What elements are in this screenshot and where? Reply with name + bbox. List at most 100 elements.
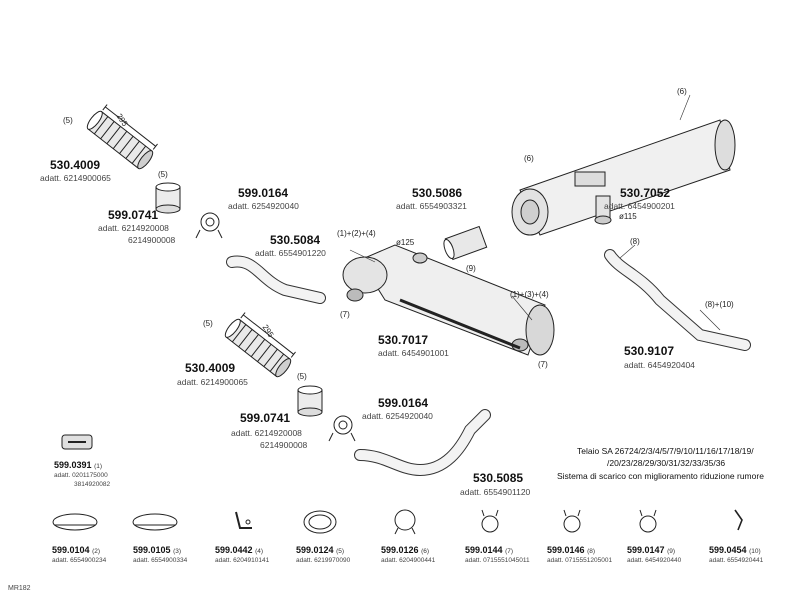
bottom-part-9: 599.0454 (10) <box>709 545 761 555</box>
adatt-599-0741-top-2: 6214900008 <box>128 235 176 245</box>
callout-5-sleeve-mid: (5) <box>297 372 307 381</box>
u-clamp-icon <box>394 509 416 535</box>
callout-5-sleeve-top: (5) <box>158 170 168 179</box>
bottom-part-1-adatt: adatt. 6554900234 <box>52 557 107 564</box>
hose-clamp-3-icon <box>639 509 657 533</box>
bottom-part-1: 599.0104 (2) <box>52 545 100 555</box>
part-530-4009-mid: 530.4009 <box>185 361 236 375</box>
bottom-part-8: 599.0147 (9) <box>627 545 675 555</box>
hose-clamp-1-icon <box>481 509 499 533</box>
adatt-530-4009-top: adatt. 6214900065 <box>40 173 111 183</box>
adatt-530-7017: adatt. 6454901001 <box>378 348 449 358</box>
adatt-599-0391-1: adatt. 0201175000 <box>54 472 108 479</box>
sleeve-top-icon <box>155 182 181 214</box>
diameter-125: ø125 <box>396 238 415 247</box>
bottom-part-8-adatt: adatt. 6454920440 <box>627 557 682 564</box>
callout-1-2-4: (1)+(2)+(4) <box>337 229 376 238</box>
part-530-9107: 530.9107 <box>624 344 675 358</box>
bottom-part-2-index: (3) <box>173 548 182 555</box>
flex-pipe-top-icon <box>86 104 158 170</box>
system-note: Sistema di scarico con miglioramento rid… <box>557 471 764 481</box>
bottom-part-7: 599.0146 (8) <box>547 545 595 555</box>
bottom-part-9-number: 599.0454 <box>709 545 747 555</box>
clamp-top-icon <box>195 212 223 239</box>
bottom-part-1-number: 599.0104 <box>52 545 90 555</box>
bottom-part-6-index: (7) <box>505 548 514 555</box>
part-599-0741-mid: 599.0741 <box>240 411 291 425</box>
adatt-599-0164-mid: adatt. 6254920040 <box>362 411 433 421</box>
hose-clamp-2-icon <box>563 509 581 533</box>
adatt-599-0391-2: 3814920082 <box>74 481 111 488</box>
bottom-part-3: 599.0442 (4) <box>215 545 263 555</box>
connector-pipe-icon <box>443 225 488 261</box>
adatt-530-4009-mid: adatt. 6214900065 <box>177 377 248 387</box>
chassis-note-line1: Telaio SA 26724/2/3/4/5/7/9/10/11/16/17/… <box>577 446 754 456</box>
callout-1-3-4: (1)+(3)+(4) <box>510 290 549 299</box>
part-530-7052: 530.7052 <box>620 186 671 200</box>
bottom-part-4-number: 599.0124 <box>296 545 334 555</box>
bottom-part-3-index: (4) <box>255 548 264 555</box>
bottom-part-6-adatt: adatt. 0715551045011 <box>465 557 530 564</box>
adatt-599-0741-top-1: adatt. 6214920008 <box>98 223 169 233</box>
adatt-599-0741-mid-1: adatt. 6214920008 <box>231 428 302 438</box>
bottom-part-1-index: (2) <box>92 548 101 555</box>
main-silencer-icon <box>342 244 555 356</box>
bracket-icon <box>235 511 252 529</box>
flex-pipe-mid-icon <box>224 312 296 378</box>
callout-9: (9) <box>466 264 476 273</box>
tail-pipe-icon <box>604 249 751 351</box>
adatt-530-7052: adatt. 6454900201 <box>604 201 675 211</box>
bottom-part-7-adatt: adatt. 0715551205001 <box>547 557 613 564</box>
part-599-0391: 599.0391 (1) <box>54 460 102 470</box>
callout-6-mid: (6) <box>524 154 534 163</box>
callout-6-top: (6) <box>677 87 687 96</box>
adatt-530-5084: adatt. 6554901220 <box>255 248 326 258</box>
band-clamp-2-icon <box>132 513 178 531</box>
bottom-part-5: 599.0126 (6) <box>381 545 429 555</box>
callout-8: (8) <box>630 237 640 246</box>
part-599-0164-mid: 599.0164 <box>378 396 429 410</box>
hook-icon <box>734 509 743 531</box>
bottom-part-4: 599.0124 (5) <box>296 545 344 555</box>
callout-7-left: (7) <box>340 310 350 319</box>
bottom-part-5-index: (6) <box>421 548 430 555</box>
bottom-part-7-number: 599.0146 <box>547 545 585 555</box>
bottom-part-9-adatt: adatt. 6554920441 <box>709 557 764 564</box>
adatt-599-0164-top: adatt. 6254920040 <box>228 201 299 211</box>
part-599-0391-number: 599.0391 <box>54 460 92 470</box>
bottom-part-4-adatt: adatt. 6219970090 <box>296 557 351 564</box>
part-530-5085: 530.5085 <box>473 471 524 485</box>
bottom-part-6: 599.0144 (7) <box>465 545 513 555</box>
bottom-part-5-adatt: adatt. 6204900441 <box>381 557 436 564</box>
rear-silencer-icon <box>511 119 736 236</box>
chassis-note-line2: /20/23/28/29/30/31/32/33/35/36 <box>607 458 726 468</box>
bottom-part-6-number: 599.0144 <box>465 545 503 555</box>
bottom-part-9-index: (10) <box>749 548 761 555</box>
bottom-part-7-index: (8) <box>587 548 596 555</box>
bottom-part-5-number: 599.0126 <box>381 545 419 555</box>
part-530-5084: 530.5084 <box>270 233 321 247</box>
adatt-530-5085: adatt. 6554901120 <box>460 487 531 497</box>
callout-8-10: (8)+(10) <box>705 300 734 309</box>
callout-5-mid: (5) <box>203 319 213 328</box>
part-530-4009-top: 530.4009 <box>50 158 101 172</box>
bend-pipe-lower-icon <box>354 409 491 477</box>
band-clamp-1-icon <box>52 513 98 531</box>
bottom-part-2-adatt: adatt. 6554900334 <box>133 557 188 564</box>
adatt-530-5086: adatt. 6554903321 <box>396 201 467 211</box>
adatt-599-0741-mid-2: 6214900008 <box>260 440 308 450</box>
callout-7-right: (7) <box>538 360 548 369</box>
callout-5-top: (5) <box>63 116 73 125</box>
adatt-530-9107: adatt. 6454920404 <box>624 360 695 370</box>
part-530-7017: 530.7017 <box>378 333 429 347</box>
bottom-part-4-index: (5) <box>336 548 345 555</box>
bottom-part-3-adatt: adatt. 6204910141 <box>215 557 270 564</box>
bend-pipe-upper-icon <box>226 255 326 304</box>
ring-clamp-icon <box>303 510 337 534</box>
bottom-part-2: 599.0105 (3) <box>133 545 181 555</box>
part-599-0164-top: 599.0164 <box>238 186 289 200</box>
bottom-part-8-number: 599.0147 <box>627 545 665 555</box>
clamp-mid-icon <box>328 415 356 442</box>
rubber-mount-icon <box>61 434 93 450</box>
